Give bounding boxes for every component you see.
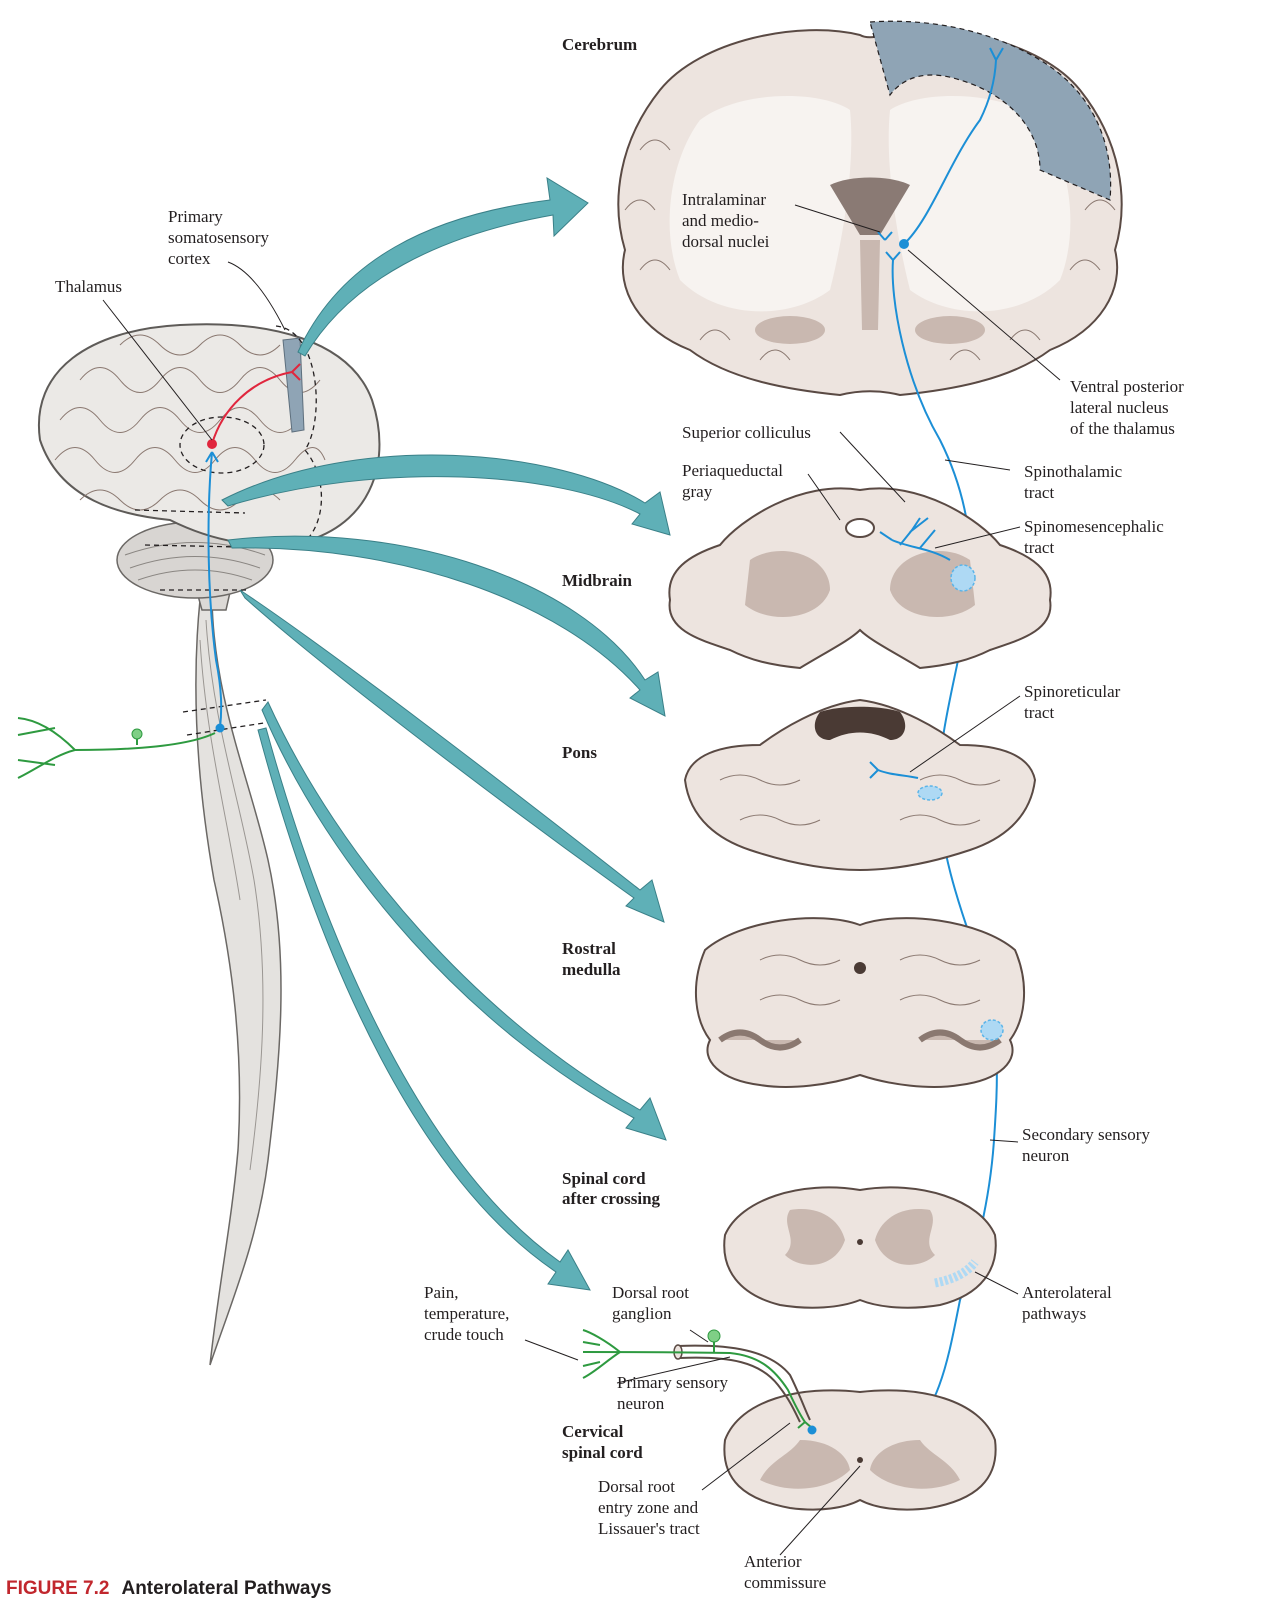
arrow-cervical — [257, 727, 591, 1291]
label-anterior-commissure-1: Anterior — [744, 1552, 802, 1571]
arrow-pons — [227, 535, 666, 717]
label-intralaminar-2: and medio- — [682, 211, 759, 230]
label-anterolateral-2: pathways — [1022, 1304, 1086, 1323]
level-rostral-medulla-1: Rostral — [562, 939, 616, 958]
level-arrows — [221, 177, 671, 1291]
level-spinal-after-1: Spinal cord — [562, 1169, 646, 1188]
label-entry-zone-3: Lissauer's tract — [598, 1519, 700, 1538]
label-superior-colliculus: Superior colliculus — [682, 423, 811, 442]
label-pain-3: crude touch — [424, 1325, 504, 1344]
label-periaqueductal-2: gray — [682, 482, 713, 501]
arrow-medulla — [239, 589, 665, 923]
level-spinal-after-2: after crossing — [562, 1189, 661, 1208]
thalamocortical-axon — [211, 371, 293, 445]
drg-left — [131, 728, 143, 740]
label-primary-neuron-1: Primary sensory — [617, 1373, 728, 1392]
cervical-section — [582, 1329, 997, 1511]
cortex-highlight — [282, 337, 305, 433]
level-rostral-medulla-2: medulla — [562, 960, 621, 979]
label-spinomesencephalic-2: tract — [1024, 538, 1054, 557]
label-pain-2: temperature, — [424, 1304, 509, 1323]
label-entry-zone-2: entry zone and — [598, 1498, 699, 1517]
thalamus-outline — [179, 416, 265, 474]
label-anterolateral-1: Anterolateral — [1022, 1283, 1112, 1302]
pons-section — [683, 698, 1037, 872]
label-vpl-2: lateral nucleus — [1070, 398, 1169, 417]
secondary-neuron-left — [207, 451, 223, 729]
label-secondary-neuron-1: Secondary sensory — [1022, 1125, 1150, 1144]
label-intralaminar-1: Intralaminar — [682, 190, 766, 209]
label-spinomesencephalic-1: Spinomesencephalic — [1024, 517, 1164, 536]
spinal-after-section — [723, 1186, 997, 1309]
caption-title: Anterolateral Pathways — [121, 1578, 331, 1599]
leader-lines — [102, 204, 1061, 1556]
label-secondary-neuron-2: neuron — [1022, 1146, 1070, 1165]
svg-text:FIGURE 7.2 Anterolateral: FIGURE 7.2 Anterolateral Pathways — [6, 1578, 332, 1599]
label-thalamus: Thalamus — [55, 277, 122, 296]
label-primary-cortex-1: Primary — [168, 207, 223, 226]
label-anterior-commissure-2: commissure — [744, 1573, 826, 1592]
structure-labels: Primary somatosensory cortex Thalamus In… — [55, 190, 1184, 1592]
level-midbrain: Midbrain — [562, 571, 632, 590]
cerebrum-cortex-highlight — [869, 20, 1112, 201]
label-spinoreticular-2: tract — [1024, 703, 1054, 722]
label-entry-zone-1: Dorsal root — [598, 1477, 675, 1496]
label-spinothalamic-1: Spinothalamic — [1024, 462, 1123, 481]
medulla-section — [694, 917, 1026, 1088]
label-spinoreticular-1: Spinoreticular — [1024, 682, 1121, 701]
label-primary-neuron-2: neuron — [617, 1394, 665, 1413]
label-periaqueductal-1: Periaqueductal — [682, 461, 783, 480]
label-pain-1: Pain, — [424, 1283, 458, 1302]
level-cervical-2: spinal cord — [562, 1443, 643, 1462]
label-primary-cortex-3: cortex — [168, 249, 211, 268]
level-labels: Cerebrum Midbrain Pons Rostral medulla S… — [562, 35, 661, 1462]
arrow-cerebrum — [297, 177, 589, 357]
label-primary-cortex-2: somatosensory — [168, 228, 270, 247]
arrow-midbrain — [221, 454, 671, 536]
cerebrum-section — [617, 20, 1123, 397]
figure-caption: FIGURE 7.2 Anterolateral Pathways — [6, 1578, 332, 1599]
level-cerebrum: Cerebrum — [562, 35, 637, 54]
level-pons: Pons — [562, 743, 597, 762]
label-drg-2: ganglion — [612, 1304, 672, 1323]
caption-number: FIGURE 7.2 — [6, 1578, 109, 1599]
label-vpl-1: Ventral posterior — [1070, 377, 1184, 396]
midbrain-section — [668, 487, 1052, 670]
label-vpl-3: of the thalamus — [1070, 419, 1175, 438]
label-drg-1: Dorsal root — [612, 1283, 689, 1302]
primary-neuron-left — [17, 717, 216, 779]
label-intralaminar-3: dorsal nuclei — [682, 232, 770, 251]
label-spinothalamic-2: tract — [1024, 483, 1054, 502]
level-cervical-1: Cervical — [562, 1422, 624, 1441]
drg-right — [707, 1329, 721, 1343]
arrow-spinal — [261, 701, 667, 1141]
